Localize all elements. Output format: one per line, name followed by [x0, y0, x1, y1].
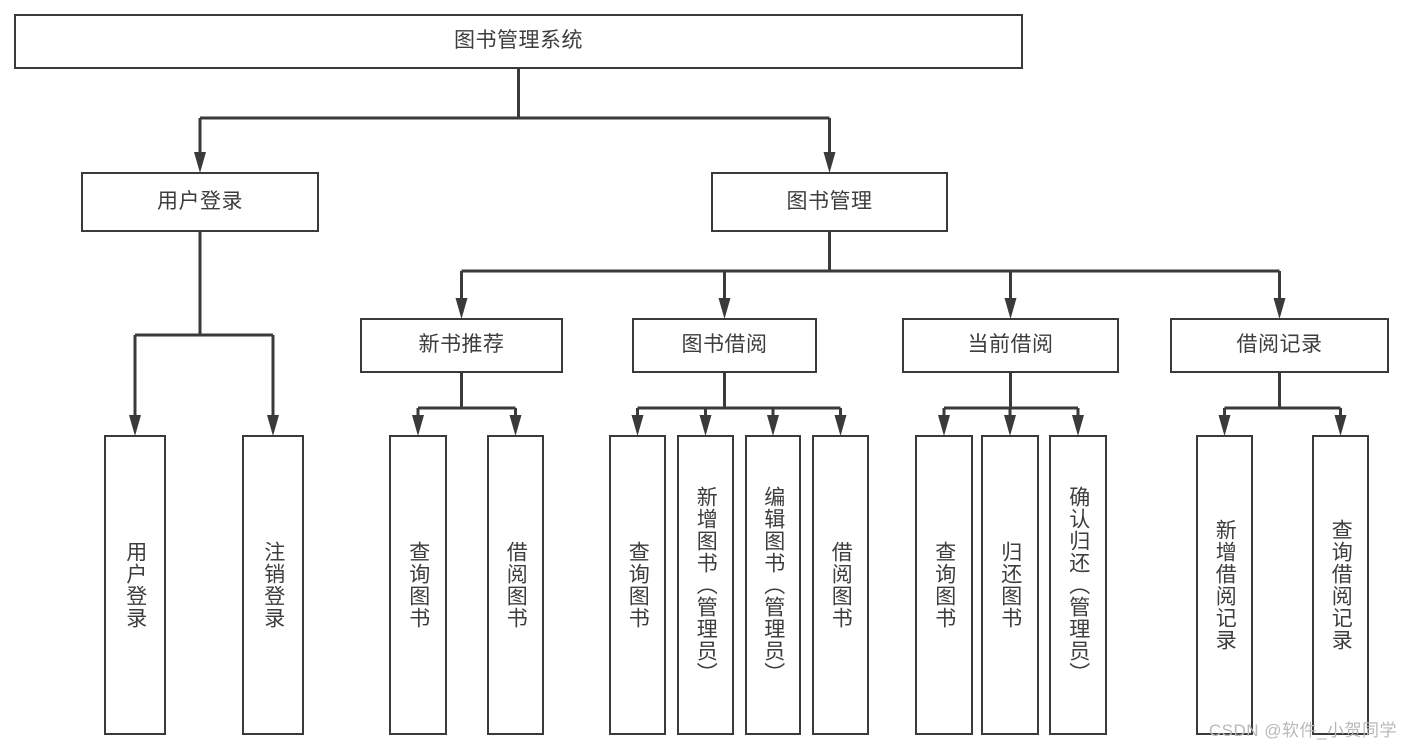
- node-leaf-query-book-2[interactable]: 查询图书: [609, 435, 666, 735]
- node-label: 借阅图书: [504, 541, 528, 629]
- node-label: 新增借阅记录: [1213, 519, 1237, 651]
- arrowhead-icon: [1004, 298, 1017, 319]
- node-label: 借阅记录: [1236, 333, 1323, 357]
- node-leaf-logout[interactable]: 注销登录: [242, 435, 304, 735]
- node-borrow-record[interactable]: 借阅记录: [1170, 318, 1389, 373]
- arrowhead-icon: [1273, 298, 1286, 319]
- node-book-manage[interactable]: 图书管理: [711, 172, 948, 232]
- node-label: 新增图书（管理员）: [694, 486, 718, 684]
- node-label: 编辑图书（管理员）: [761, 486, 785, 684]
- node-new-book-rec[interactable]: 新书推荐: [360, 318, 563, 373]
- arrowhead-icon: [699, 415, 712, 436]
- arrowhead-icon: [267, 415, 279, 436]
- node-label: 查询图书: [626, 541, 650, 629]
- node-user-login[interactable]: 用户登录: [81, 172, 319, 232]
- arrowhead-icon: [631, 415, 644, 436]
- node-label: 用户登录: [157, 189, 243, 213]
- node-label: 注销登录: [261, 541, 285, 629]
- node-label: 图书管理系统: [454, 29, 583, 53]
- node-label: 查询借阅记录: [1329, 519, 1353, 651]
- arrowhead-icon: [834, 415, 847, 436]
- node-leaf-user-login[interactable]: 用户登录: [104, 435, 166, 735]
- node-leaf-borrow-book-2[interactable]: 借阅图书: [812, 435, 869, 735]
- node-leaf-add-book[interactable]: 新增图书（管理员）: [677, 435, 734, 735]
- node-label: 查询图书: [406, 541, 430, 629]
- node-leaf-add-record[interactable]: 新增借阅记录: [1196, 435, 1253, 735]
- node-label: 新书推荐: [418, 333, 505, 357]
- node-leaf-query-record[interactable]: 查询借阅记录: [1312, 435, 1369, 735]
- node-leaf-return-book[interactable]: 归还图书: [981, 435, 1039, 735]
- arrowhead-icon: [1334, 415, 1347, 436]
- arrowhead-icon: [129, 415, 141, 436]
- arrowhead-icon: [718, 298, 731, 319]
- node-label: 用户登录: [123, 541, 147, 629]
- node-leaf-query-book-3[interactable]: 查询图书: [915, 435, 973, 735]
- arrowhead-icon: [1004, 415, 1016, 436]
- arrowhead-icon: [1072, 415, 1084, 436]
- arrowhead-icon: [1218, 415, 1231, 436]
- node-current-borrow[interactable]: 当前借阅: [902, 318, 1119, 373]
- node-leaf-edit-book[interactable]: 编辑图书（管理员）: [745, 435, 801, 735]
- node-label: 当前借阅: [967, 333, 1054, 357]
- node-book-borrow[interactable]: 图书借阅: [632, 318, 817, 373]
- arrowhead-icon: [823, 152, 836, 173]
- arrowhead-icon: [509, 415, 522, 436]
- arrowhead-icon: [194, 152, 206, 173]
- node-leaf-confirm-return[interactable]: 确认归还（管理员）: [1049, 435, 1107, 735]
- node-leaf-borrow-book-1[interactable]: 借阅图书: [487, 435, 544, 735]
- node-root[interactable]: 图书管理系统: [14, 14, 1023, 69]
- arrowhead-icon: [767, 415, 779, 436]
- node-label: 图书管理: [786, 189, 873, 213]
- arrowhead-icon: [455, 298, 468, 319]
- arrowhead-icon: [938, 415, 950, 436]
- arrowhead-icon: [412, 415, 424, 436]
- node-label: 借阅图书: [829, 541, 853, 629]
- node-label: 归还图书: [998, 541, 1022, 629]
- node-label: 确认归还（管理员）: [1066, 486, 1090, 684]
- node-label: 查询图书: [932, 541, 956, 629]
- node-leaf-query-book-1[interactable]: 查询图书: [389, 435, 447, 735]
- node-label: 图书借阅: [681, 333, 768, 357]
